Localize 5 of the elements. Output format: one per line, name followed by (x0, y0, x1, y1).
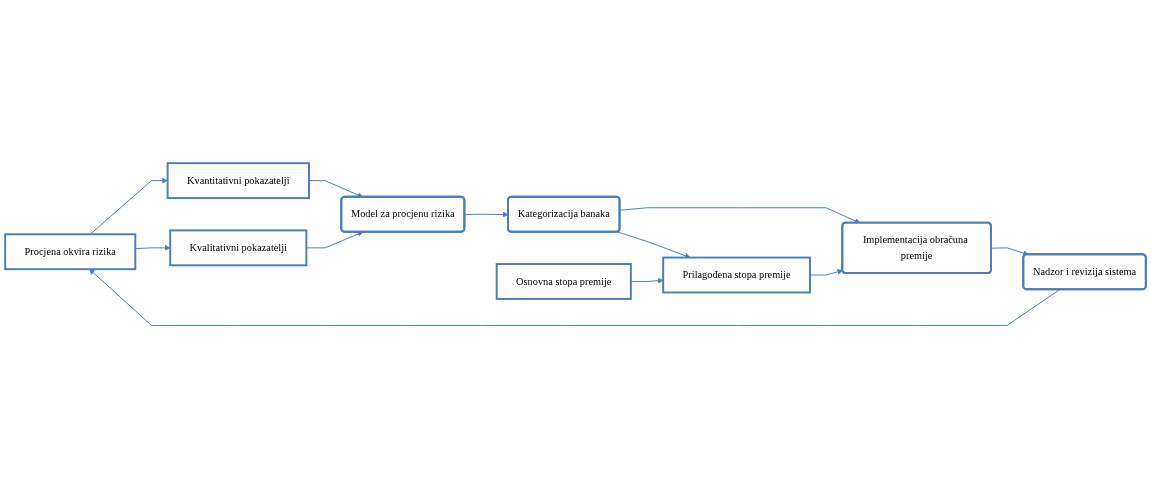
node-box: Prilagođena stopa premije (662, 256, 811, 294)
node-box: Kvalitativni pokazatelji (169, 229, 308, 266)
node-box: Osnovna stopa premije (495, 262, 632, 300)
node-box: Procjena okvira rizika (4, 233, 137, 270)
node-box: Kvantitativni pokazatelji (166, 161, 310, 199)
